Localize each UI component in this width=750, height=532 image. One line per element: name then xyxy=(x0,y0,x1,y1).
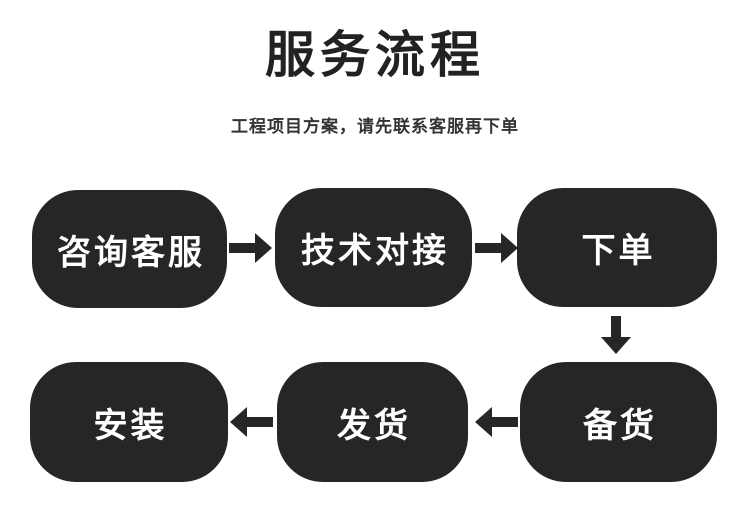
flow-step-label: 安装 xyxy=(93,406,168,445)
flow-step-label: 技术对接 xyxy=(301,232,449,270)
arrow-left-icon xyxy=(475,407,518,437)
arrow-down-icon xyxy=(601,316,631,354)
flow-step-label: 咨询客服 xyxy=(57,233,205,272)
flow-step-consult-service: 咨询客服 xyxy=(32,190,227,308)
page-subtitle: 工程项目方案，请先联系客服再下单 xyxy=(231,117,519,136)
flow-step-label: 备货 xyxy=(583,406,657,445)
arrow-right-icon xyxy=(229,233,272,263)
arrow-left-icon xyxy=(230,407,273,437)
arrow-right-icon xyxy=(475,233,518,263)
flow-step-label: 发货 xyxy=(337,406,411,445)
flow-step-place-order: 下单 xyxy=(517,188,717,307)
flow-step-shipping: 发货 xyxy=(277,362,468,482)
flow-step-installation: 安装 xyxy=(30,362,228,482)
flow-step-technical-docking: 技术对接 xyxy=(275,188,472,307)
flow-step-label: 下单 xyxy=(581,232,656,270)
page-title: 服务流程 xyxy=(265,27,485,83)
flow-step-stock-preparation: 备货 xyxy=(520,362,717,482)
